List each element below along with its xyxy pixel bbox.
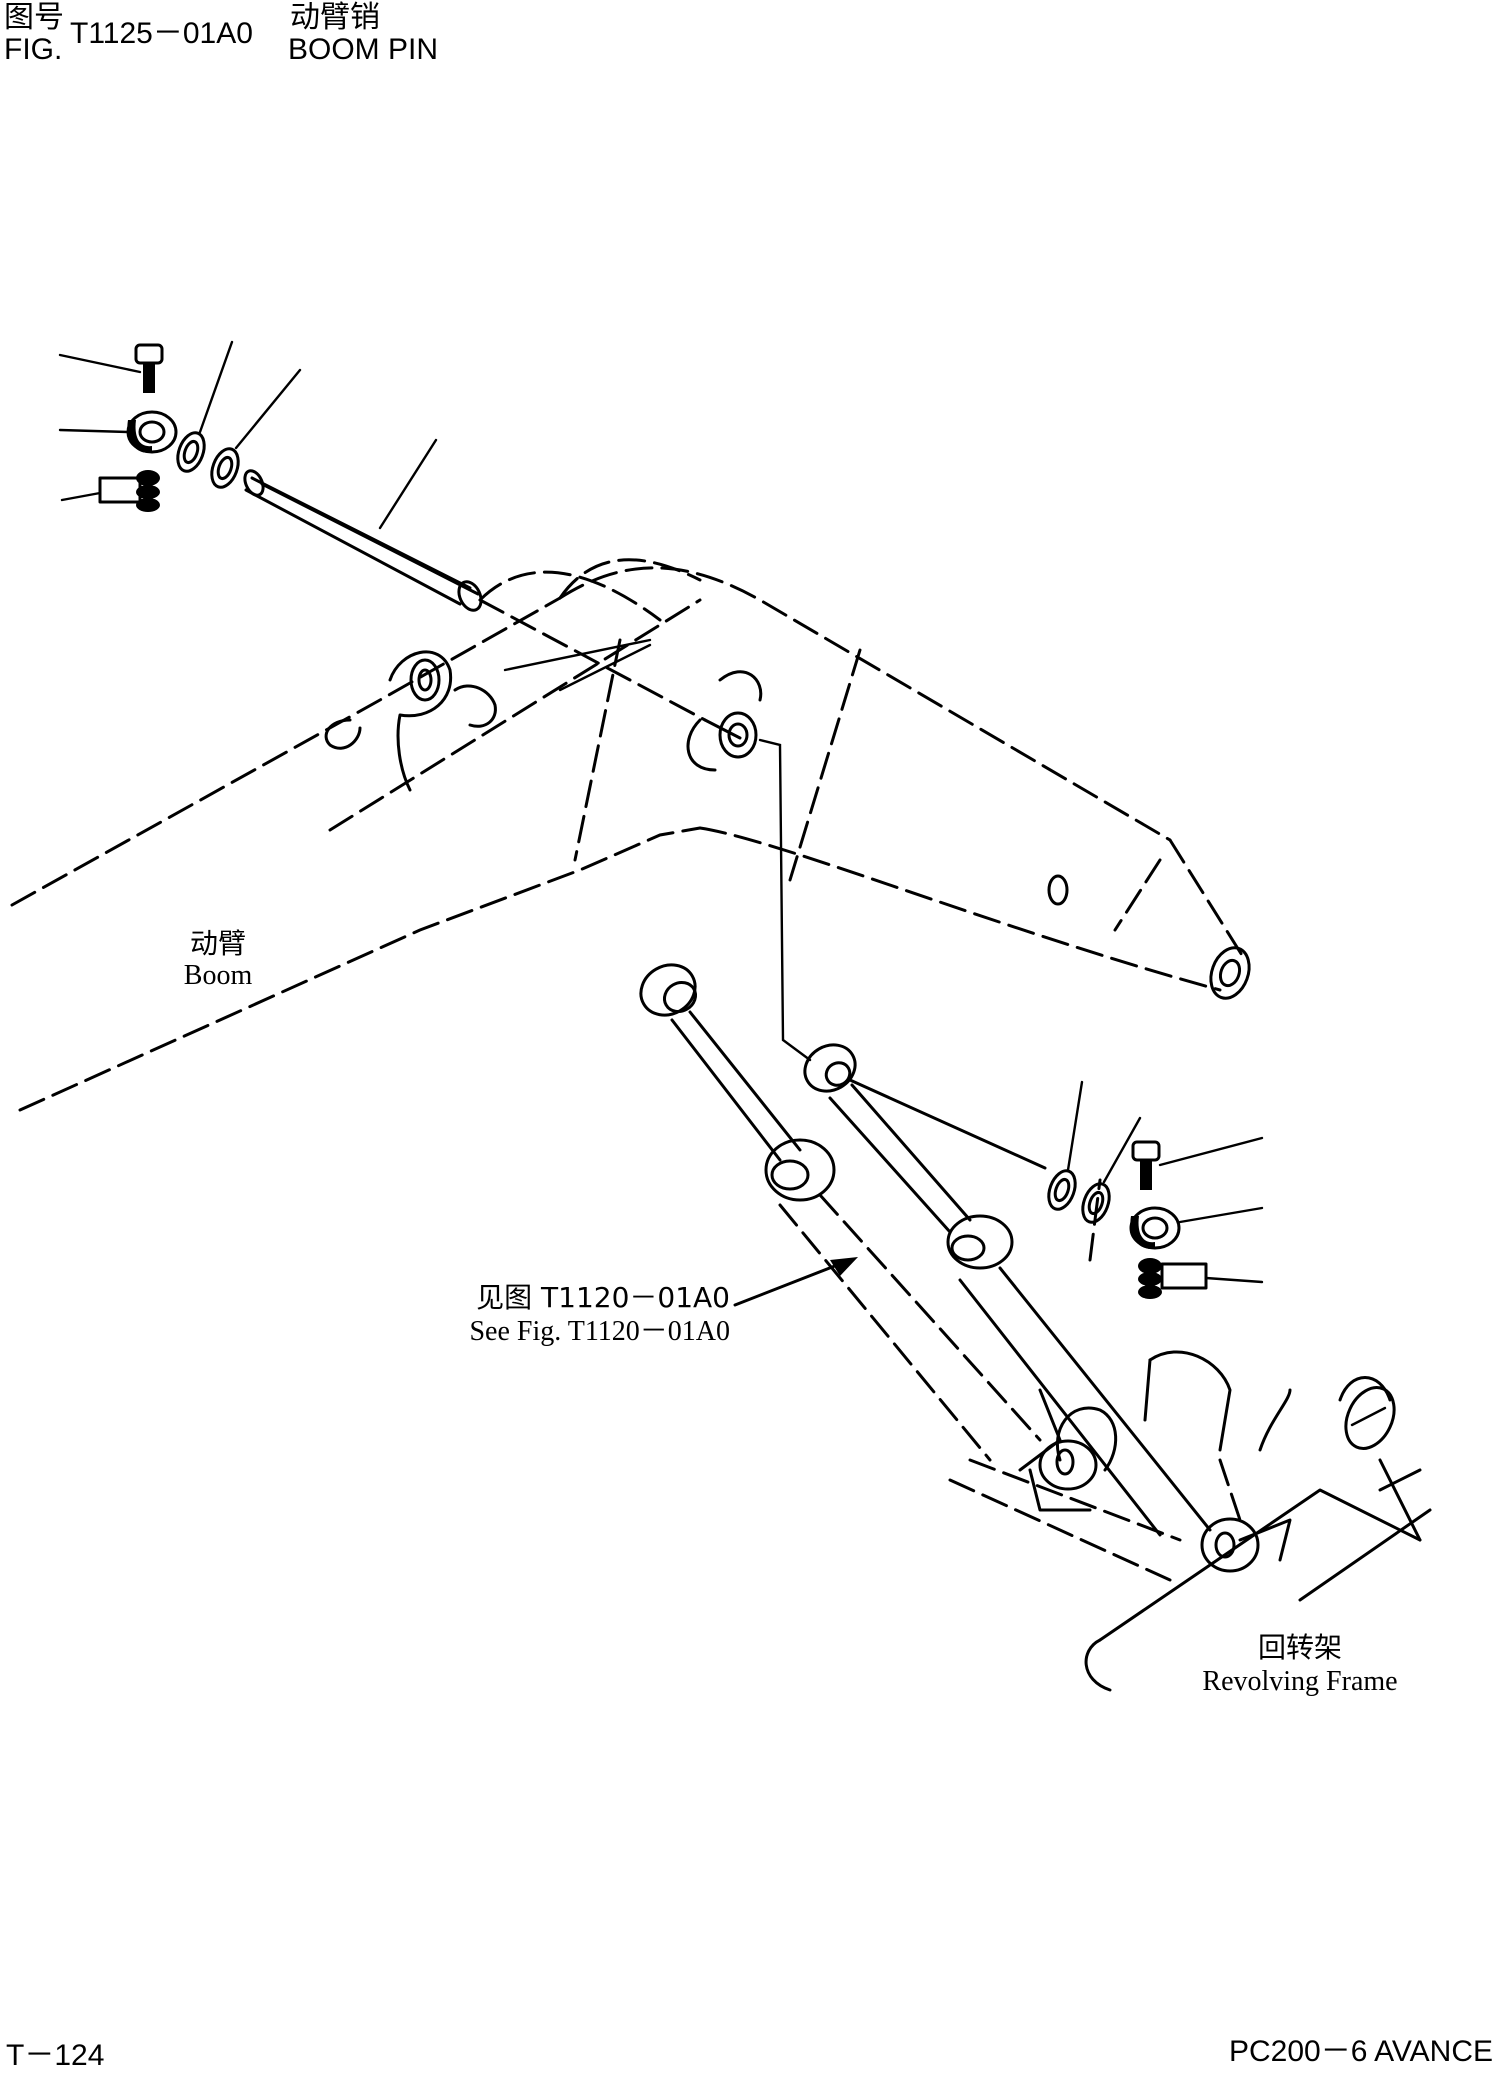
frame-label-cn: 回转架 [1257, 1631, 1342, 1664]
lower-collar [1129, 1206, 1181, 1250]
leader-upper-bolt [58, 353, 142, 374]
lower-bolt [1131, 1140, 1161, 1190]
lower-grease-fitting [1138, 1258, 1208, 1299]
leader-upper-washer-2 [234, 368, 302, 450]
upper-collar [126, 410, 178, 454]
boom-arch [558, 558, 702, 600]
cylinder-head-boss [718, 711, 758, 759]
leader-upper-washer-1 [198, 340, 234, 434]
model-name: PC200－6 AVANCE [1228, 2035, 1493, 2068]
boom-front-edge [1168, 838, 1247, 962]
boom-inner-edge-2 [788, 648, 862, 882]
boom-cylinder-left [639, 963, 1062, 1472]
boom-top-edge [558, 566, 1172, 842]
boom-outline-lower [18, 826, 702, 1112]
leader-lower-grease [1204, 1276, 1264, 1284]
boom-hole [1047, 874, 1069, 906]
fig-label-cn: 图号 [4, 0, 64, 35]
page-number: T－124 [6, 2039, 105, 2072]
fig-number: T1125－01A0 [70, 17, 253, 50]
boom-label-en: Boom [183, 960, 253, 991]
boom-side-edge [698, 826, 1222, 992]
boom-foot-bracket [388, 650, 453, 792]
boom-outline-upper [10, 596, 562, 907]
boom-bracket-arc [478, 570, 662, 622]
leader-lower-washer-1 [1066, 1080, 1084, 1172]
boom-label-cn: 动臂 [189, 927, 246, 960]
fig-label-en: FIG. [4, 33, 63, 66]
see-fig-arrow [733, 1260, 847, 1307]
boom-back-line [328, 598, 702, 832]
leader-upper-collar [58, 428, 130, 434]
boom-inner-edge-3 [1113, 858, 1162, 932]
title-cn: 动臂销 [290, 0, 380, 35]
lower-washer-1 [1047, 1169, 1077, 1211]
upper-bolt [134, 343, 164, 393]
upper-grease-fitting [98, 470, 160, 512]
leader-lower-collar [1178, 1206, 1264, 1224]
upper-washer-2 [210, 447, 240, 489]
leader-lower-bolt [1158, 1136, 1264, 1167]
revolving-frame [948, 1350, 1432, 1692]
see-fig-label-cn: 见图 T1120－01A0 [476, 1281, 730, 1314]
leader-lower-washer-2 [1102, 1116, 1142, 1184]
leader-upper-pin [378, 438, 438, 530]
title-en: BOOM PIN [288, 33, 439, 66]
boom-inner-edge-1 [573, 638, 622, 862]
see-fig-label-en: See Fig. T1120－01A0 [469, 1316, 730, 1347]
lower-washer-2 [1081, 1182, 1111, 1224]
boom-nose-boss [1209, 946, 1251, 1000]
boom-pin-upper [243, 469, 483, 612]
frame-label-en: Revolving Frame [1202, 1666, 1398, 1697]
boom-cylinder-right [803, 1043, 1212, 1537]
leader-upper-grease [60, 491, 102, 502]
upper-washer-1 [176, 431, 206, 473]
boom-foot-boss [409, 658, 441, 702]
